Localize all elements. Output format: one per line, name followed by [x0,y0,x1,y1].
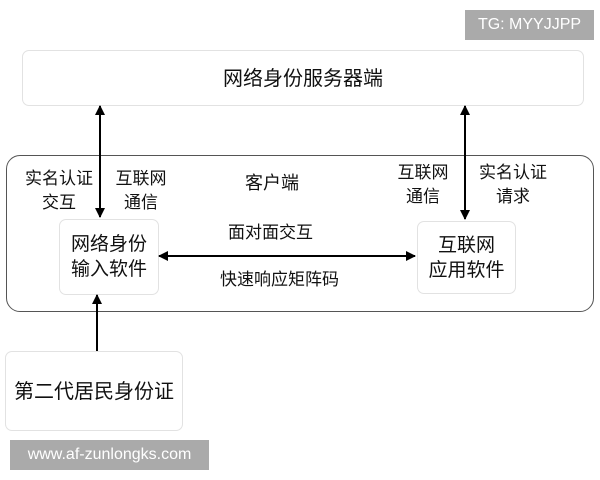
label-face-to-face: 面对面交互 [228,223,313,243]
watermark-url: www.af-zunlongks.com [10,440,209,470]
id-card-node: 第二代居民身份证 [5,351,183,431]
client-container-label: 客户端 [245,173,299,194]
label-qr-code: 快速响应矩阵码 [220,270,339,290]
id-card-node-label: 第二代居民身份证 [14,378,174,403]
label-left-internet: 互联网 通信 [110,167,172,215]
node-label-line: 输入软件 [70,258,147,280]
identity-input-software-node: 网络身份 输入软件 [59,219,159,295]
label-line: 实名认证 [25,169,93,189]
node-label-line: 应用软件 [428,258,505,281]
label-line: 互联网 [115,169,167,189]
label-line: 通信 [124,193,158,213]
server-node: 网络身份服务器端 [22,50,584,106]
label-right-realname: 实名认证 请求 [472,161,554,209]
label-line: 请求 [496,187,530,207]
server-node-label: 网络身份服务器端 [223,65,383,90]
client-container [6,155,594,312]
label-left-realname: 实名认证 交互 [18,167,100,215]
label-line: 交互 [42,193,76,213]
internet-app-software-node: 互联网 应用软件 [417,221,516,294]
label-line: 实名认证 [479,163,547,183]
label-line: 互联网 [397,163,449,183]
node-label-line: 互联网 [437,233,495,256]
label-right-internet: 互联网 通信 [392,161,454,209]
label-line: 通信 [406,187,440,207]
node-label-line: 网络身份 [70,233,147,255]
watermark-tg: TG: MYYJJPP [465,10,594,40]
